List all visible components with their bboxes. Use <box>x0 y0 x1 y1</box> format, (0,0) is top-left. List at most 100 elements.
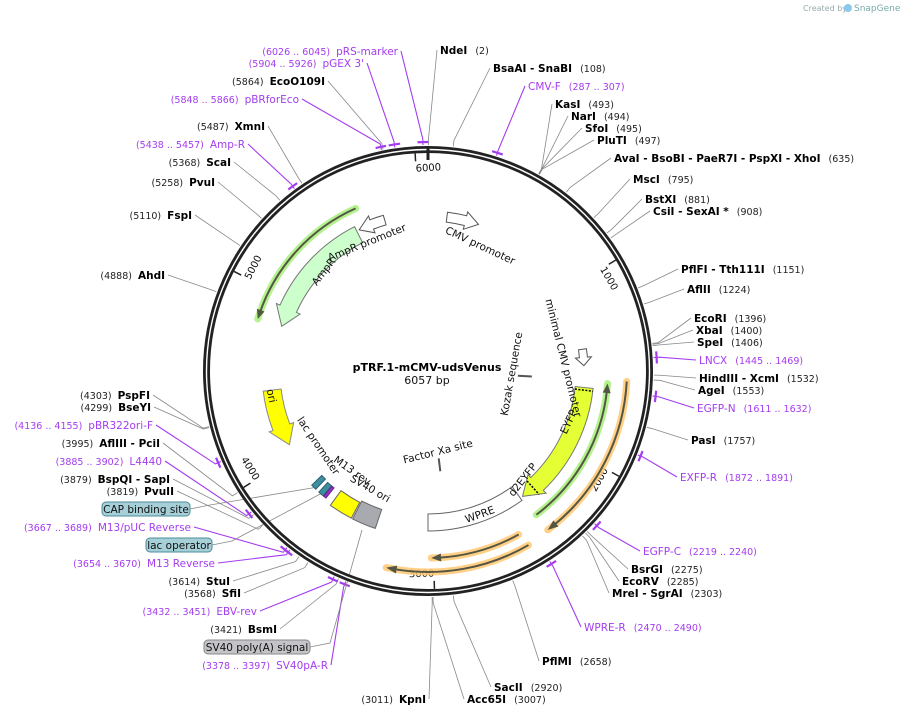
feature-label[interactable]: Kozak sequence <box>499 331 526 417</box>
outside-feature-label[interactable]: CAP binding site <box>101 501 191 517</box>
restriction-site-label[interactable]: (5487)XmnI <box>197 121 265 133</box>
orf-arrow-1[interactable] <box>552 381 628 527</box>
ampr-orf-arrow[interactable] <box>258 207 357 314</box>
eyfp-feature-arrow[interactable] <box>521 385 594 497</box>
restriction-site-label[interactable]: PluTI(497) <box>597 135 660 147</box>
snapgene-watermark: Created by SnapGene <box>803 4 901 14</box>
restriction-site-label[interactable]: (5110)FspI <box>130 210 192 222</box>
restriction-site-label[interactable]: (4299)BseYI <box>81 402 151 414</box>
restriction-site-label[interactable]: PflMI(2658) <box>542 656 611 668</box>
restriction-site-label[interactable]: (4888)AhdI <box>100 270 165 282</box>
restriction-site-label[interactable]: (3421)BsmI <box>210 624 277 636</box>
restriction-site-label[interactable]: (5258)PvuI <box>151 177 215 189</box>
primer-label-position: (6026 .. 6045) <box>262 47 330 58</box>
primer-label[interactable]: WPRE-R(2470 .. 2490) <box>584 622 702 634</box>
restriction-site-label[interactable]: AflII(1224) <box>687 284 750 296</box>
restriction-site-label[interactable]: AvaI - BsoBI - PaeR7I - PspXI - XhoI(635… <box>614 153 854 165</box>
restriction-site-label[interactable]: SfoI(495) <box>585 123 642 135</box>
primer-label[interactable]: (3667 .. 3689)M13/pUC Reverse <box>24 522 191 534</box>
feature-label[interactable]: lac promoter <box>294 415 342 478</box>
lac-promoter-feature[interactable] <box>310 474 327 490</box>
primer-label[interactable]: (3654 .. 3670)M13 Reverse <box>73 558 215 570</box>
restriction-site-label[interactable]: BsaAI - SnaBI(108) <box>493 63 606 75</box>
restriction-site-label-position: (497) <box>635 136 661 147</box>
primer-label[interactable]: (3378 .. 3397)SV40pA-R <box>202 660 328 672</box>
outside-feature-label[interactable]: lac operator <box>145 537 213 553</box>
primer-label[interactable]: EGFP-N(1611 .. 1632) <box>697 403 811 415</box>
primer-label[interactable]: (5848 .. 5866)pBRforEco <box>171 94 299 106</box>
restriction-site-label-position: (5487) <box>197 122 229 133</box>
restriction-site-label[interactable]: HindIII - XcmI(1532) <box>699 373 819 385</box>
restriction-site-label[interactable]: (3011)KpnI <box>361 694 426 706</box>
restriction-site-label[interactable]: MreI - SgrAI(2303) <box>612 588 722 600</box>
restriction-site-label[interactable]: SacII(2920) <box>494 682 562 694</box>
primer-label[interactable]: (5904 .. 5926)pGEX 3' <box>249 58 364 70</box>
restriction-site-label-name: BseYI <box>118 402 151 414</box>
restriction-site-label[interactable]: SpeI(1406) <box>697 337 763 349</box>
feature-label[interactable]: CMV promoter <box>443 225 517 268</box>
feature-label[interactable]: Factor Xa site <box>402 438 474 467</box>
restriction-site-label-position: (494) <box>604 112 630 123</box>
restriction-site-label[interactable]: (3879)BspQI - SapI <box>60 474 170 486</box>
restriction-site-label[interactable]: (5864)EcoO109I <box>232 76 325 88</box>
cmv-promoter-arrow[interactable] <box>445 210 480 231</box>
restriction-site-label[interactable]: BstXI(881) <box>645 194 710 206</box>
sv40-polya-feature[interactable] <box>351 500 383 530</box>
restriction-site-label-name: SpeI <box>697 337 723 349</box>
restriction-site-label-position: (3421) <box>210 625 242 636</box>
eyfp-orf-arrow[interactable] <box>535 389 609 516</box>
restriction-site-label[interactable]: (3568)SfiI <box>184 588 241 600</box>
restriction-site-label[interactable]: KasI(493) <box>555 99 614 111</box>
outside-feature-label[interactable]: SV40 poly(A) signal <box>203 639 311 655</box>
ori-feature-arrow[interactable] <box>262 388 295 446</box>
ampr-promoter-arrow[interactable] <box>358 214 387 234</box>
sv40-ori-feature[interactable] <box>329 490 361 519</box>
restriction-site-label[interactable]: PflFI - Tth111I(1151) <box>681 264 804 276</box>
primer-label[interactable]: (3432 .. 3451)EBV-rev <box>143 606 258 618</box>
minimal-cmv-promoter-arrow[interactable] <box>574 348 593 367</box>
primer-label[interactable]: (3885 .. 3902)L4440 <box>56 456 162 468</box>
ampr-feature-arrow[interactable] <box>275 226 364 328</box>
restriction-site-label[interactable]: XbaI(1400) <box>696 325 762 337</box>
restriction-site-label-position: (2) <box>475 46 488 57</box>
feature-leader-line <box>211 491 325 546</box>
restriction-site-label[interactable]: (4303)PspFI <box>80 390 150 402</box>
primer-label[interactable]: EGFP-C(2219 .. 2240) <box>643 546 757 558</box>
restriction-site-label[interactable]: PasI(1757) <box>691 435 755 447</box>
primer-label[interactable]: CMV-F(287 .. 307) <box>528 81 625 93</box>
ruler-tick-label: 5000 <box>243 254 264 282</box>
primer-label[interactable]: (5438 .. 5457)Amp-R <box>136 139 245 151</box>
restriction-site-label[interactable]: (3819)PvuII <box>107 486 174 498</box>
restriction-site-label[interactable]: (3614)StuI <box>168 576 230 588</box>
restriction-site-label[interactable]: EcoRI(1396) <box>694 313 766 325</box>
primer-leader-line <box>594 523 641 552</box>
primer-label-position: (3378 .. 3397) <box>202 661 270 672</box>
restriction-site-label[interactable]: CsiI - SexAI *(908) <box>653 206 762 218</box>
restriction-site-label[interactable]: EcoRV(2285) <box>622 576 698 588</box>
restriction-site-label[interactable]: (5368)ScaI <box>169 157 231 169</box>
restriction-site-label-position: (908) <box>737 207 763 218</box>
m13-rev-feature[interactable] <box>322 485 335 499</box>
enzyme-leader-line <box>606 198 643 234</box>
primer-binding-mark <box>339 581 351 588</box>
primer-label-position: (2470 .. 2490) <box>634 623 702 634</box>
restriction-site-label[interactable]: Acc65I(3007) <box>467 694 546 706</box>
wpre-feature[interactable] <box>427 486 523 532</box>
orf-arrow-3[interactable] <box>392 544 529 573</box>
restriction-site-label[interactable]: NarI(494) <box>571 111 630 123</box>
restriction-site-label[interactable]: NdeI(2) <box>440 45 489 57</box>
feature-label[interactable]: ori <box>264 388 279 404</box>
lac-operator-feature[interactable] <box>318 481 333 497</box>
orf-arrow-2[interactable] <box>437 533 520 559</box>
primer-label-name: CMV-F <box>528 81 561 93</box>
restriction-site-label[interactable]: BsrGI(2275) <box>631 564 703 576</box>
ruler-tick <box>611 471 620 477</box>
restriction-site-label[interactable]: AgeI(1553) <box>698 385 764 397</box>
eyfp-start-dash <box>574 388 593 392</box>
primer-label[interactable]: EXFP-R(1872 .. 1891) <box>680 472 793 484</box>
primer-label[interactable]: (6026 .. 6045)pRS-marker <box>262 46 398 58</box>
primer-label[interactable]: LNCX(1445 .. 1469) <box>699 355 803 367</box>
primer-label[interactable]: (4136 .. 4155)pBR322ori-F <box>14 420 153 432</box>
restriction-site-label[interactable]: (3995)AflIII - PciI <box>62 438 160 450</box>
restriction-site-label[interactable]: MscI(795) <box>633 174 693 186</box>
